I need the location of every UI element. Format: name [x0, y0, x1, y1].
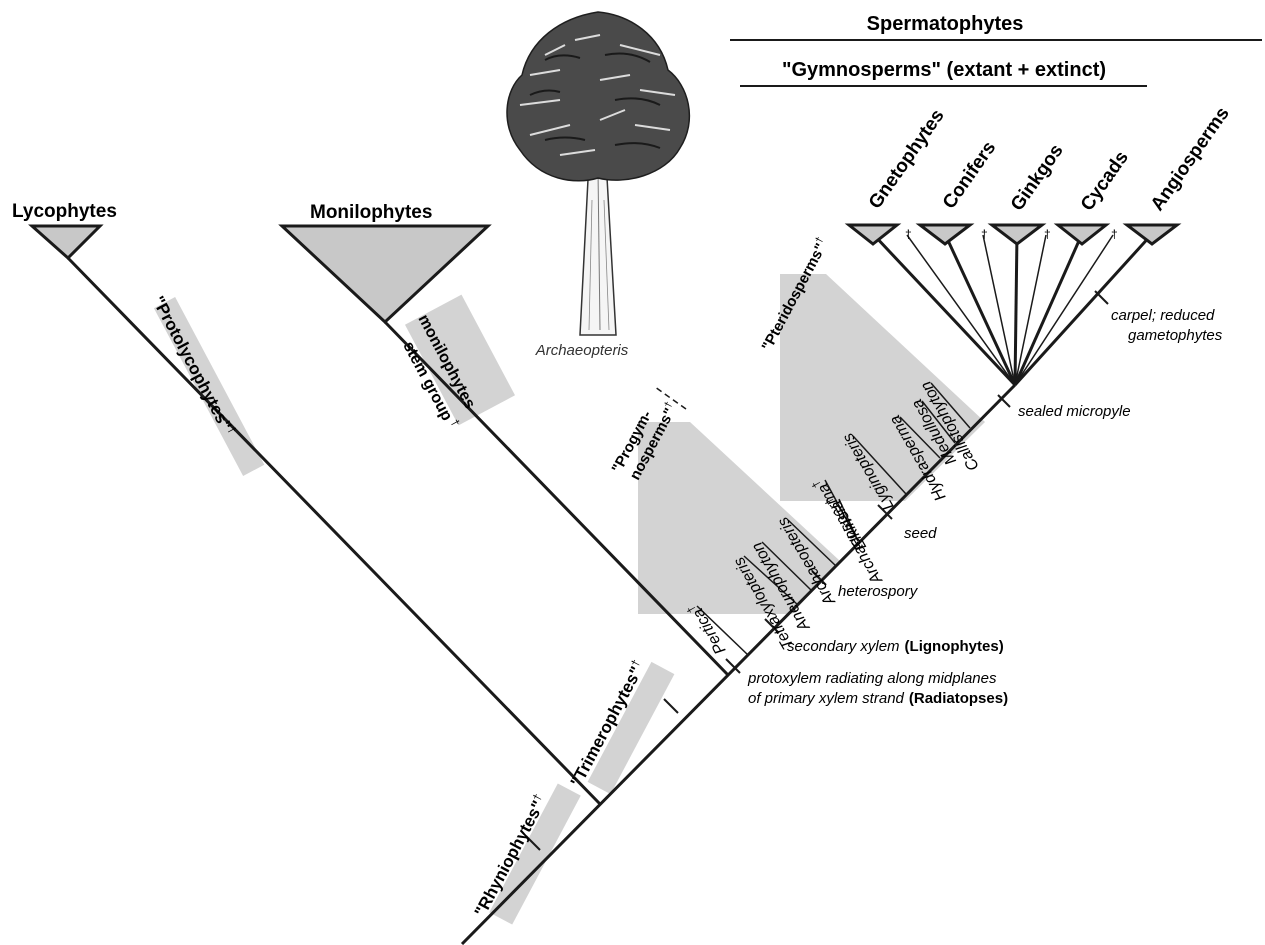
gnetophytes-fossil-branch — [906, 234, 1016, 386]
conifers-branch — [943, 233, 1017, 386]
grade-boxes — [153, 274, 985, 925]
tree-lines — [66, 232, 1154, 945]
archaeosperma-branch — [824, 479, 859, 542]
trunk-bark — [603, 199, 610, 331]
canopy-highlights — [519, 34, 676, 156]
conifers-triangle — [915, 223, 975, 246]
cycads-fossil-branch — [1014, 234, 1114, 386]
callistophyton-branch — [930, 382, 971, 429]
tick-mark — [525, 835, 541, 851]
lycophyte-branch — [66, 256, 602, 806]
carpel-label-line2: gametophytes — [1128, 327, 1223, 344]
pertica-branch — [696, 605, 749, 656]
angiosperms-label: Angiosperms — [1147, 103, 1234, 215]
dagger-cycads-fossil: † — [1111, 227, 1118, 241]
dagger-conifers-fossil: † — [981, 227, 988, 241]
tick-mark — [997, 394, 1011, 408]
tick-mark — [877, 504, 893, 520]
conifers-fossil-branch — [982, 234, 1016, 386]
tick-mark — [764, 618, 780, 634]
monilophyte-branch — [383, 320, 730, 677]
protoxylem-label-line1: protoxylem radiating along midplanes — [747, 670, 997, 687]
trunk-bark — [597, 169, 601, 331]
trimerophytes-box — [587, 661, 675, 795]
seed-label: seed — [904, 525, 937, 542]
tree-canopy — [506, 11, 691, 182]
archaeopteris-tree-illustration: Archaeopteris — [506, 11, 691, 359]
ginkgos-triangle — [987, 223, 1047, 246]
protolycophytes-label: "Protolycophytes"† — [148, 293, 238, 439]
aneurophyton-branch — [761, 541, 813, 592]
monilophytes-label: Monilophytes — [310, 202, 432, 223]
monilophytes-stem-box — [404, 294, 516, 426]
trunk-bark — [588, 199, 593, 331]
monilophytes-triangle — [278, 224, 492, 325]
angiosperms-triangle — [1122, 223, 1182, 246]
tick-mark — [725, 658, 741, 674]
lycophytes-label: Lycophytes — [12, 201, 117, 222]
lyginopteris-branch — [852, 435, 907, 495]
header: Spermatophytes "Gymnosperms" (extant + e… — [730, 13, 1262, 87]
spine-line — [460, 383, 1017, 945]
progymnosperms-box — [638, 422, 840, 614]
ginkgos-fossil-branch — [1014, 234, 1047, 386]
secondary-xylem-label: secondary xylem(Lignophytes) — [787, 638, 1004, 655]
rhyniophytes-box — [489, 783, 581, 925]
cycads-triangle — [1053, 223, 1111, 246]
crown-daggers: † † † † — [905, 227, 1118, 241]
character-labels: carpel; reduced gametophytes sealed micr… — [747, 307, 1223, 707]
tick-mark — [1094, 290, 1109, 305]
pteridosperms-box — [780, 274, 985, 501]
archaeopteris-branch — [787, 519, 837, 567]
tick-mark — [663, 698, 679, 714]
conifers-label: Conifers — [939, 138, 1000, 213]
carpel-label-line1: carpel; reduced — [1111, 307, 1215, 324]
canopy-shadows — [529, 52, 661, 149]
spermatophytes-label: Spermatophytes — [867, 13, 1024, 35]
tetraxylopteris-branch — [743, 555, 799, 606]
cycads-label: Cycads — [1077, 147, 1133, 214]
sealed-micropyle-label: sealed micropyle — [1018, 403, 1131, 420]
ginkgos-label: Ginkgos — [1007, 141, 1068, 215]
dagger-gnetophytes-fossil: † — [905, 227, 912, 241]
ginkgos-branch — [1013, 233, 1019, 386]
medullosa-branch — [921, 400, 956, 444]
gnetophytes-label: Gnetophytes — [865, 106, 949, 213]
gnetophytes-branch — [871, 232, 1017, 387]
angiosperms-branch — [1013, 232, 1154, 387]
lycophytes-triangle — [28, 224, 104, 261]
cycads-branch — [1013, 233, 1084, 386]
archaeopteris-dashed-leader — [654, 386, 687, 410]
tick-mark — [811, 570, 827, 586]
hydrasperma-branch — [899, 416, 941, 459]
clade-triangles — [28, 223, 1182, 325]
gymnosperms-label: "Gymnosperms" (extant + extinct) — [782, 59, 1106, 81]
protoxylem-label-line2: of primary xylem strand(Radiatopses) — [748, 690, 1008, 707]
archaeopteris-illustration-label: Archaeopteris — [535, 342, 629, 359]
elkinsia-branch — [838, 498, 859, 542]
dagger-ginkgos-fossil: † — [1044, 227, 1051, 241]
gnetophytes-triangle — [844, 223, 902, 246]
heterospory-label: heterospory — [838, 583, 919, 600]
